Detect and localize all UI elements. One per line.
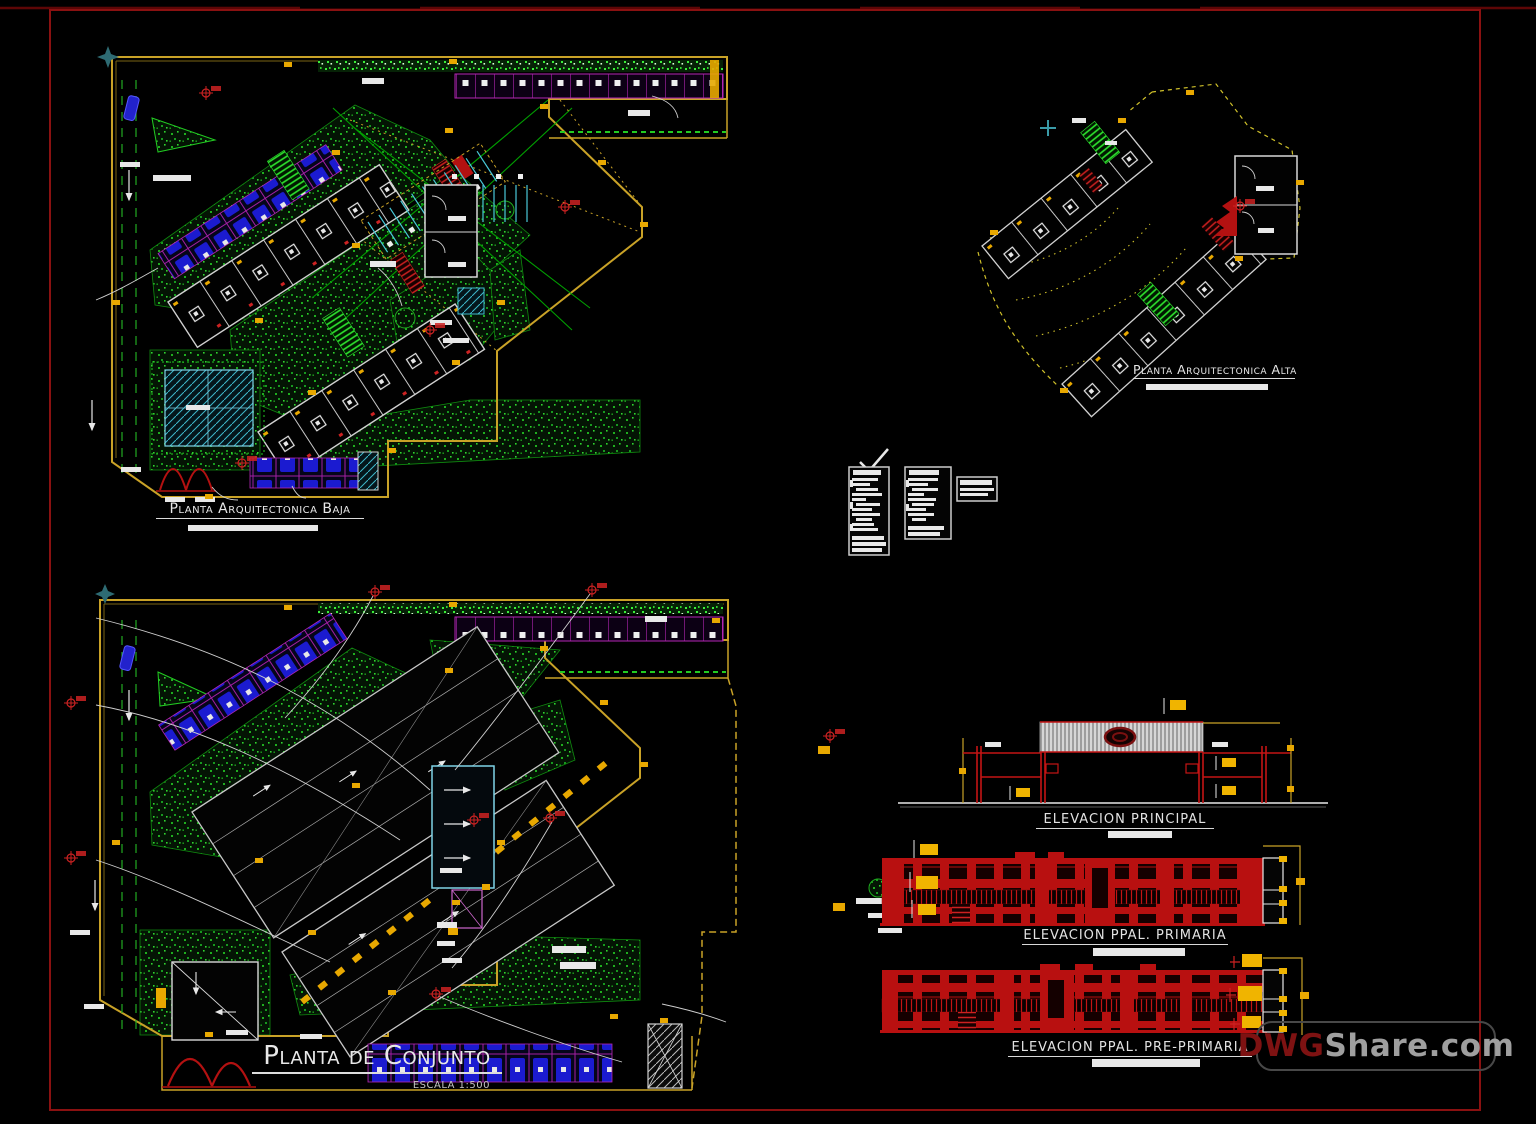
stair-hatch (322, 307, 365, 358)
sheet-border (0, 5, 1536, 1111)
entrance-gate-conjunto (162, 1057, 256, 1088)
plan-baja-title: Planta Arquitectonica Baja (156, 501, 364, 519)
annotation-labels (120, 78, 650, 502)
building-aulas-2-alta (1061, 216, 1267, 418)
car-symbol (119, 645, 136, 671)
building-admin-alta (1214, 155, 1298, 255)
north-arrow (97, 46, 119, 68)
leader-lines (95, 593, 727, 1063)
spec-table-1 (848, 466, 890, 556)
watermark-share: Share.com (1324, 1028, 1515, 1064)
car-symbol (123, 95, 140, 121)
building-aulas-1-alta (981, 120, 1154, 280)
roof-plane-2 (281, 779, 616, 1058)
elevation-primaria-title: ELEVACION PPAL. PRIMARIA (1022, 928, 1228, 945)
title-bar (188, 525, 318, 531)
parking-stalls-bottom (249, 457, 363, 489)
elevation-principal-title: ELEVACION PRINCIPAL (1036, 812, 1214, 829)
title-bar (1092, 1059, 1200, 1067)
title-bar (1108, 831, 1172, 838)
building-admin-baja (424, 184, 478, 278)
building-service (156, 961, 259, 1041)
plan-alta-drawing (977, 83, 1304, 418)
building-gym (431, 765, 495, 889)
level-flags (909, 840, 938, 918)
building-aulas-2-baja (257, 251, 486, 479)
cistern-hatch (357, 451, 379, 491)
elevation-preprimaria-title: ELEVACION PPAL. PRE-PRIMARIA (1008, 1040, 1252, 1057)
plan-conjunto-title: Planta de Conjunto (252, 1041, 502, 1074)
gate-emblem (1103, 726, 1137, 748)
legend-tables (848, 448, 998, 556)
stair-hatch (266, 149, 310, 201)
tank-hatch (457, 287, 485, 315)
watermark-dwg: DWG (1237, 1028, 1325, 1064)
entrance-gate-baja (156, 468, 216, 492)
plan-conjunto-drawing (63, 582, 902, 1091)
spec-table-3 (956, 476, 998, 502)
plan-baja-drawing (88, 46, 728, 531)
level-flags (1163, 698, 1236, 798)
elevation-preprimaria-drawing (880, 954, 1309, 1067)
elevation-primaria-drawing (880, 840, 1305, 956)
stair-red (1214, 196, 1237, 236)
building-aulas-1-baja (157, 144, 410, 349)
annotation-labels (70, 616, 902, 1039)
service-box (448, 884, 490, 935)
elevation-principal-drawing (898, 698, 1328, 838)
datum-cross (1040, 120, 1056, 136)
title-bar (1146, 384, 1268, 390)
plan-alta-title: Planta Arquitectonica Alta (1133, 362, 1297, 379)
parking-stalls-bottom (367, 1043, 613, 1083)
spec-table-2 (904, 466, 952, 540)
title-bar (1093, 948, 1185, 956)
parking-stalls-diagonal (158, 612, 348, 751)
survey-points (112, 602, 845, 1037)
level-flags (1226, 954, 1262, 1030)
roof-contours (989, 207, 1215, 369)
survey-points (112, 59, 648, 499)
plan-conjunto-scale: ESCALA 1:500 (412, 1080, 490, 1091)
north-arrow (95, 584, 115, 604)
pool-area (151, 361, 265, 455)
